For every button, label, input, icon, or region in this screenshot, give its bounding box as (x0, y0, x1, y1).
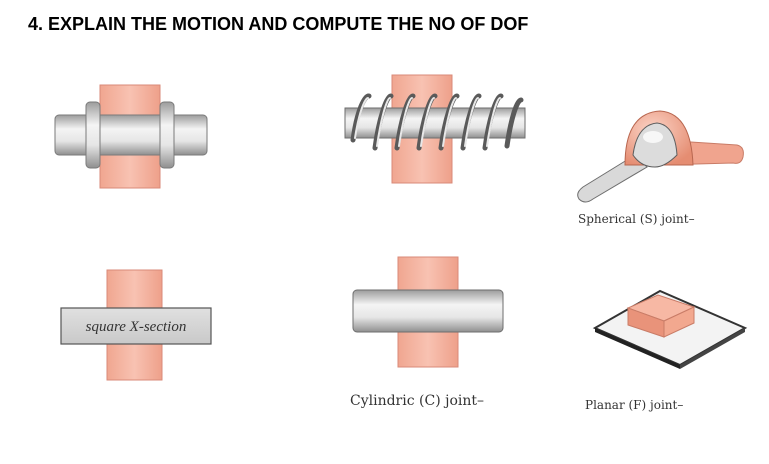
revolute-collar-left (85, 101, 101, 169)
cylindric-joint-caption: Cylindric (C) joint– (350, 393, 484, 409)
spherical-arm-left (577, 154, 648, 203)
revolute-shaft (54, 114, 208, 156)
planar-joint-caption: Planar (F) joint– (585, 398, 684, 412)
helical-threads (350, 93, 524, 151)
helical-screw-core (344, 107, 526, 139)
cylindric-joint-figure (352, 256, 504, 368)
planar-joint-figure (592, 289, 748, 369)
helical-joint-figure (344, 74, 526, 184)
page-title: 4. EXPLAIN THE MOTION AND COMPUTE THE NO… (28, 14, 529, 34)
planar-block-side (663, 306, 695, 338)
spherical-joint-caption: Spherical (S) joint– (578, 212, 695, 226)
prismatic-joint-figure: square X-section (60, 269, 212, 381)
cylindric-shaft (352, 289, 504, 333)
revolute-collar-right (159, 101, 175, 169)
revolute-joint-figure (54, 84, 208, 189)
spherical-ball (632, 122, 678, 168)
prismatic-bar (60, 307, 212, 345)
square-x-section-label: square X-section (86, 319, 187, 335)
spherical-joint-figure (577, 110, 744, 203)
